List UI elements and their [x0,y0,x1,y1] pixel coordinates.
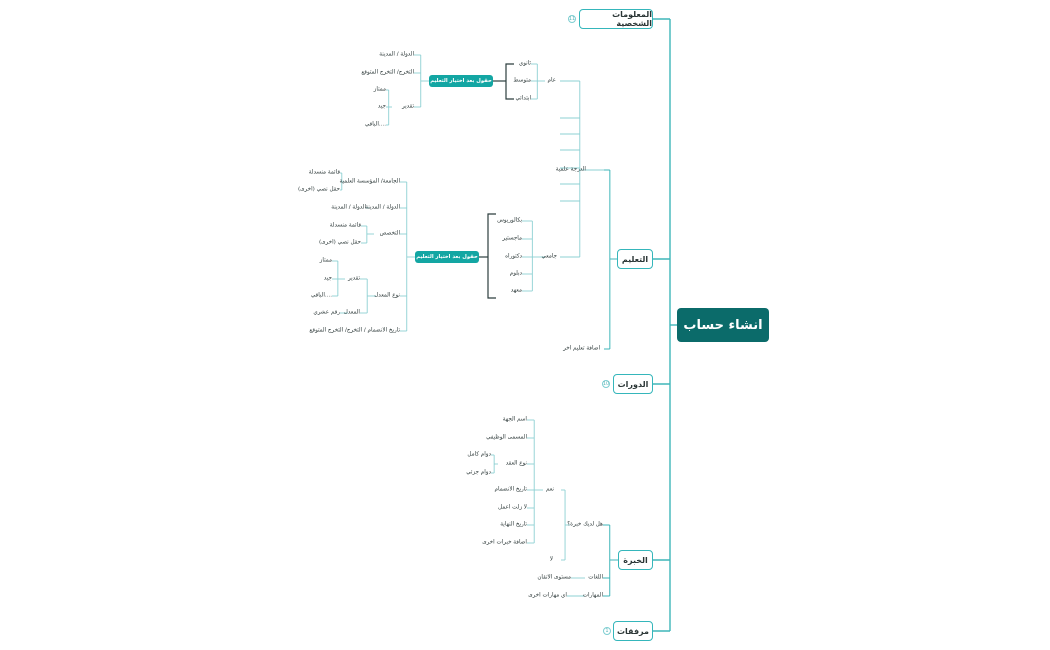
field-add-experience[interactable]: اضافة خبرات اخرى [482,539,527,546]
field-grade[interactable]: تقدير [348,275,360,282]
field-country-city-child[interactable]: الدولة / المدينة [331,204,366,211]
field-contract-type[interactable]: نوع العقد [505,460,527,467]
node-yes[interactable]: نعم [546,486,554,493]
option-text-other[interactable]: حقل نصي (اخرى) [319,239,361,246]
field-dates[interactable]: تاريخ الانضمام / التخرج/ التخرج المتوقع [309,327,400,334]
level-secondary[interactable]: ثانوي [518,60,531,67]
level-doctorate[interactable]: دكتوراه [505,253,522,260]
field-expected-grad[interactable]: التخرج/ التخرج المتوقع [361,69,414,76]
root-node[interactable]: انشاء حساب [677,308,769,342]
field-gpa-decimal[interactable]: رقم عشري [313,309,340,316]
node-university[interactable]: جامعي [541,253,557,260]
field-gpa[interactable]: المعدل [343,309,360,316]
pill-fields-after-education-university[interactable]: حقول بعد اختيار التعليم [415,251,479,263]
node-skills[interactable]: المهارات [582,592,603,599]
node-add-education[interactable]: اضافة تعليم اخر [563,345,600,352]
node-experience[interactable]: الخبرة [618,550,653,570]
contract-full-time[interactable]: دوام كامل [467,451,491,458]
grade-good[interactable]: جيد [323,275,332,282]
level-master[interactable]: ماجستير [502,235,522,242]
level-primary[interactable]: ابتدائي [515,95,531,102]
grade-excellent[interactable]: ممتاز [319,257,332,264]
level-diploma[interactable]: دبلوم [509,270,522,277]
node-attachments[interactable]: مرفقات [613,621,653,641]
node-languages[interactable]: اللغات [588,574,603,581]
field-job-title[interactable]: المسمى الوظيفي [486,434,527,441]
grade-good[interactable]: جيد [377,103,386,110]
field-employer-name[interactable]: اسم الجهة [502,416,527,423]
node-courses[interactable]: الدورات [613,374,653,394]
field-gpa-type[interactable]: نوع المعدل [374,292,400,299]
option-dropdown[interactable]: قائمة منسدلة [329,222,361,229]
grade-excellent[interactable]: ممتاز [373,86,386,93]
pill-fields-after-education-general[interactable]: حقول بعد اختيار التعليم [429,75,493,87]
field-end-date[interactable]: تاريخ النهاية [500,521,527,528]
field-other-skills[interactable]: اي مهارات اخرى [528,592,567,599]
field-proficiency[interactable]: مستوى الاتقان [537,574,571,581]
field-major[interactable]: التخصص [379,230,400,237]
level-bachelor[interactable]: بكالوريوس [497,217,522,224]
node-degree[interactable]: الدرجة علمية [555,166,586,173]
collapsed-count-badge[interactable]: 10 [602,380,610,388]
dark-bracket [487,213,496,299]
node-general[interactable]: عام [547,77,556,84]
collapsed-count-badge[interactable]: 1 [603,627,611,635]
contract-part-time[interactable]: دوام جزئي [466,469,491,476]
node-no[interactable]: لا [549,556,553,563]
node-personal-info[interactable]: المعلومات الشخصية [579,9,653,29]
level-institute[interactable]: معهد [510,287,522,294]
node-education[interactable]: التعليم [617,249,653,269]
field-institution[interactable]: الجامعة/ المؤسسة العلمية [339,178,401,185]
field-country-city[interactable]: الدولة / المدينة [365,204,400,211]
field-still-working[interactable]: لا زلت اعمل [497,504,527,511]
field-country-city[interactable]: الدولة / المدينة [379,51,414,58]
option-text-other[interactable]: حقل نصي (اخرى) [298,186,340,193]
field-grade[interactable]: تقدير [402,103,414,110]
grade-rest[interactable]: ....الباقي [310,292,332,299]
collapsed-count-badge[interactable]: 11 [568,15,576,23]
grade-rest[interactable]: ....الباقي [364,121,386,128]
option-dropdown[interactable]: قائمة منسدلة [308,169,340,176]
level-intermediate[interactable]: متوسط [513,77,531,84]
node-has-experience[interactable]: هل لديك خبرة؟ [567,521,603,528]
field-join-date[interactable]: تاريخ الانضمام [494,486,527,493]
